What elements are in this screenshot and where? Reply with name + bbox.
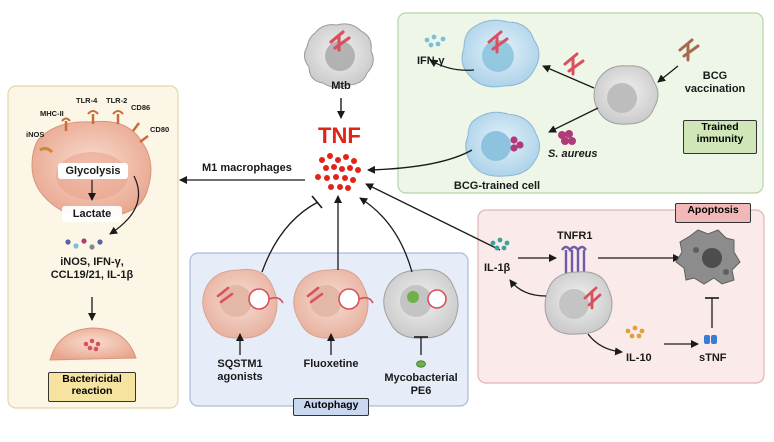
- autophagy-tag: Autophagy: [293, 398, 369, 416]
- mtb-infected-macrophage: [303, 23, 374, 89]
- cd86-label: CD86: [131, 103, 151, 112]
- lactate-loop-arrow: [109, 175, 140, 235]
- autophagy-cell-3: [383, 268, 459, 339]
- cell1-inhibit-bar: [311, 195, 323, 209]
- bcg-bacteria-icon: [678, 38, 700, 62]
- trained-cell-to-ifn-arrow: [429, 59, 475, 71]
- tnf-title: TNF: [318, 123, 361, 148]
- inos-small-label: iNOS: [26, 130, 45, 139]
- apoptosis-macrophage: [544, 271, 613, 335]
- macrophage-to-il1b-arrow: [509, 279, 547, 297]
- bactericidal-macrophage: [49, 327, 137, 361]
- cytokine-dots-icon: [65, 238, 103, 250]
- apoptotic-cell: [675, 229, 741, 285]
- s-aureus-label: S. aureus: [548, 148, 598, 160]
- s-aureus-icon: [558, 130, 576, 145]
- ifn-gamma-label: IFN-γ: [417, 55, 445, 67]
- monocyte-to-trained-arrow: [542, 65, 595, 89]
- stnf-label: sTNF: [699, 352, 727, 364]
- cell1-inhibits-tnf: [261, 201, 319, 273]
- monocyte-to-bcg-trained-arrow: [548, 107, 599, 133]
- bcg-trained-cell: [465, 111, 540, 177]
- trained-immunity-panel: [397, 12, 764, 194]
- mhc-ii-label: MHC-II: [40, 109, 64, 118]
- trained-immunity-tag: Trained immunity: [683, 120, 757, 154]
- mtb-bacteria-free-icon: [563, 52, 585, 76]
- macrophage-to-il10-arrow: [587, 333, 623, 356]
- apoptosis-to-tnf-arrow: [365, 183, 501, 251]
- tnf-molecules-icon: [315, 153, 361, 191]
- sqstm1-label: SQSTM1 agonists: [217, 358, 263, 383]
- bcg-trained-cell-label: BCG-trained cell: [453, 180, 541, 192]
- trained-cell-infected: [461, 19, 540, 88]
- il10-label: IL-10: [626, 352, 652, 364]
- autophagy-cell-2: [293, 268, 374, 339]
- mtb-bacteria-icon: [329, 30, 351, 52]
- il10-dots-icon: [625, 325, 645, 339]
- cell3-to-tnf-arrow: [359, 197, 413, 273]
- cd80-label: CD80: [150, 125, 170, 134]
- bcg-vaccination-label: BCG vaccination: [684, 70, 746, 95]
- il1b-dots-icon: [490, 237, 510, 251]
- mtb-label: Mtb: [331, 80, 351, 92]
- m1-macrophage-cell: [31, 110, 152, 222]
- bcg-to-monocyte-arrow: [657, 65, 679, 83]
- autophagy-cell-1: [202, 268, 284, 339]
- stnf-molecule-icon: [704, 335, 717, 344]
- lactate-label: Lactate: [72, 208, 112, 220]
- bactericidal-tag: Bactericidal reaction: [48, 372, 136, 402]
- pe6-label: Mycobacterial PE6: [384, 372, 458, 397]
- cytokines-label: iNOS, IFN-γ, CCL19/21, IL-1β: [50, 256, 134, 281]
- glycolysis-label: Glycolysis: [65, 165, 121, 177]
- m1-macrophages-label: M1 macrophages: [202, 162, 292, 174]
- bcg-trained-to-tnf-arrow: [367, 149, 473, 174]
- tlr2-label: TLR-2: [106, 96, 128, 105]
- tlr4-label: TLR-4: [76, 96, 98, 105]
- apoptosis-tag: Apoptosis: [675, 203, 751, 223]
- fluoxetine-label: Fluoxetine: [303, 358, 359, 370]
- pe6-molecule-icon: [416, 360, 426, 368]
- ifn-dots-icon: [424, 34, 446, 48]
- il1b-label: IL-1β: [484, 262, 511, 274]
- tnfr1-label: TNFR1: [557, 230, 593, 242]
- naive-monocyte: [593, 65, 659, 125]
- tnfr1-receptor-icon: [561, 245, 587, 275]
